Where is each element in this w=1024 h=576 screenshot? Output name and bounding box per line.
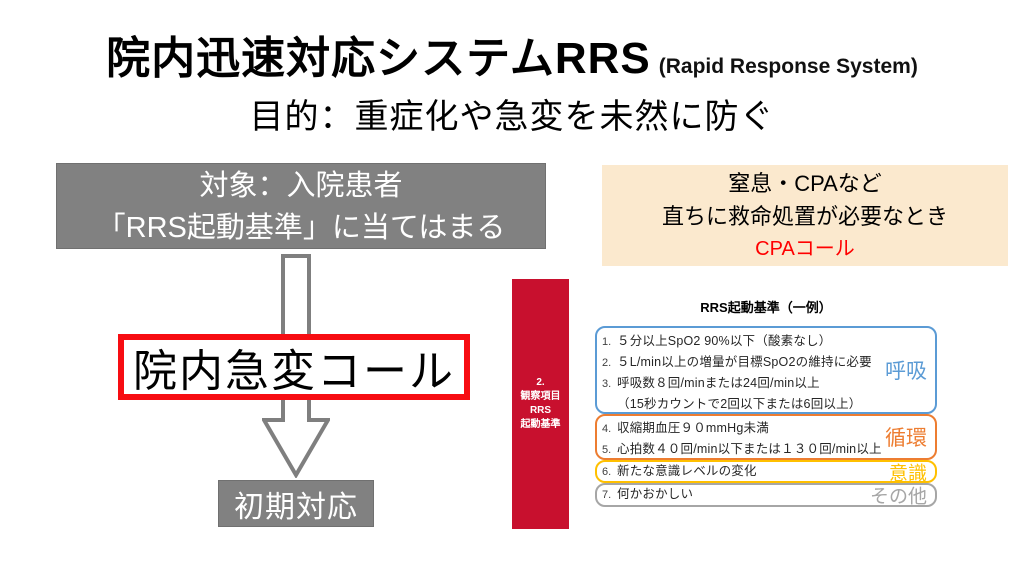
criteria-item-text: （15秒カウントで2回以下または6回以上） — [617, 397, 862, 411]
criteria-group-label-circulation: 循環 — [885, 427, 927, 450]
initial-response-box: 初期対応 — [218, 480, 374, 527]
target-line1: 対象：入院患者 — [199, 170, 403, 202]
cpa-call-box: 窒息・CPAなど 直ちに救命処置が必要なとき CPAコール — [602, 165, 1008, 266]
criteria-item: 7. 何かおかしい — [597, 485, 935, 504]
page-subtitle: 目的：重症化や急変を未然に防ぐ — [249, 98, 775, 136]
criteria-item-number: 7. — [602, 489, 612, 501]
hospital-emergency-call-label: 院内急変コール — [133, 347, 455, 396]
criteria-group-label-other: その他 — [869, 486, 927, 508]
criteria-item-text: 心拍数４０回/min以下または１３０回/min以上 — [617, 442, 882, 456]
title-block: 院内迅速対応システムRRS (Rapid Response System) 目的… — [0, 22, 1024, 138]
cpa-line2: 直ちに救命処置が必要なとき — [661, 204, 948, 229]
criteria-item: 1. ５分以上SpO2 90%以下（酸素なし） — [597, 331, 935, 352]
criteria-item-number: 1. — [602, 336, 612, 348]
cpa-line1: 窒息・CPAなど — [728, 171, 882, 196]
criteria-group-label-respiration: 呼吸 — [885, 360, 927, 383]
criteria-item-text: 新たな意識レベルの変化 — [617, 464, 757, 478]
criteria-item-number: 5. — [602, 444, 612, 456]
cpa-call-label: CPAコール — [755, 238, 855, 260]
criteria-item-text: ５L/min以上の増量が目標SpO2の維持に必要 — [617, 355, 872, 369]
criteria-item-number: 6. — [602, 466, 612, 478]
target-line2: 「RRS起動基準」に当てはまる — [96, 212, 506, 244]
sidebar-line-rrs: RRS — [529, 405, 552, 416]
criteria-item-subnote: （15秒カウントで2回以下または6回以上） — [597, 394, 935, 414]
criteria-group-respiration: 1. ５分以上SpO2 90%以下（酸素なし） 2. ５L/min以上の増量が目… — [595, 326, 937, 414]
criteria-item: 5. 心拍数４０回/min以下または１３０回/min以上 — [597, 439, 935, 460]
criteria-item-number: 4. — [602, 423, 612, 435]
criteria-item: 4. 収縮期血圧９０mmHg未満 — [597, 418, 935, 439]
hospital-emergency-call-box: 院内急変コール — [118, 334, 470, 400]
criteria-group-circulation: 4. 収縮期血圧９０mmHg未満 5. 心拍数４０回/min以下または１３０回/… — [595, 414, 937, 460]
target-patient-box: 対象：入院患者 「RRS起動基準」に当てはまる — [56, 163, 546, 249]
criteria-item-text: 収縮期血圧９０mmHg未満 — [617, 421, 769, 435]
criteria-group-other: 7. 何かおかしい その他 — [595, 483, 937, 508]
sidebar-line-observation: 観察項目 — [520, 391, 561, 402]
page-title: 院内迅速対応システムRRS — [106, 34, 651, 83]
title-line: 院内迅速対応システムRRS (Rapid Response System) — [0, 22, 1024, 86]
criteria-group-label-consciousness: 意識 — [888, 463, 927, 484]
criteria-item: 6. 新たな意識レベルの変化 — [597, 462, 935, 481]
criteria-group-consciousness: 6. 新たな意識レベルの変化 意識 — [595, 460, 937, 484]
criteria-item: 3. 呼吸数８回/minまたは24回/min以上 — [597, 373, 935, 394]
criteria-item: 2. ５L/min以上の増量が目標SpO2の維持に必要 — [597, 352, 935, 373]
page-title-english: (Rapid Response System) — [658, 55, 918, 78]
criteria-item-number: 3. — [602, 378, 612, 390]
criteria-item-number: 2. — [602, 357, 612, 369]
sidebar-line-number: 2. — [536, 377, 545, 388]
criteria-item-text: 何かおかしい — [617, 487, 694, 501]
criteria-item-text: ５分以上SpO2 90%以下（酸素なし） — [617, 334, 832, 348]
initial-response-label: 初期対応 — [234, 490, 358, 524]
sidebar-line-criteria: 起動基準 — [520, 419, 561, 430]
criteria-item-text: 呼吸数８回/minまたは24回/min以上 — [617, 376, 820, 390]
criteria-header: RRS起動基準（一例） — [700, 300, 832, 315]
section-sidebar: 2. 観察項目 RRS 起動基準 — [512, 279, 569, 529]
